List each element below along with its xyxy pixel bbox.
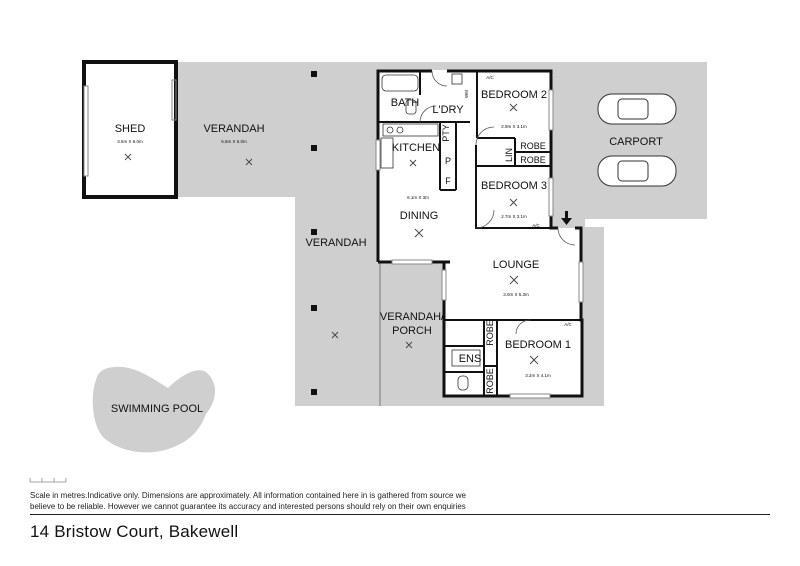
bath-label: BATH	[391, 97, 420, 109]
bedroom3-label: BEDROOM 3	[481, 180, 547, 192]
ac-label-3: A/C	[564, 322, 572, 327]
property-address: 14 Bristow Court, Bakewell	[30, 522, 239, 541]
entry-arrow-icon	[561, 211, 572, 225]
shed	[82, 60, 178, 199]
dining-label: DINING	[400, 210, 439, 222]
scale-bar	[29, 478, 67, 483]
door-swings	[419, 70, 576, 335]
pantry-label: PTY	[441, 124, 451, 142]
lounge-size: 3.0m X 5.3m	[503, 292, 529, 297]
disclaimer: Scale in metres.Indicative only. Dimensi…	[30, 490, 550, 512]
disclaimer-line-1: Scale in metres.Indicative only. Dimensi…	[30, 491, 466, 500]
kitchen-label: KITCHEN	[392, 142, 440, 154]
bedroom2-label: BEDROOM 2	[481, 89, 547, 101]
bedroom3-size: 2.7m X 3.1m	[501, 214, 527, 219]
bedroom1-label: BEDROOM 1	[505, 339, 571, 351]
ac-label-1: A/C	[486, 75, 494, 80]
pool-label: SWIMMING POOL	[111, 403, 203, 415]
fridge-label: F	[445, 176, 451, 186]
robe-label-b: ROBE	[520, 155, 546, 165]
robe-label-d: ROBE	[485, 368, 495, 394]
fixtures	[380, 73, 481, 391]
robe-label-a: ROBE	[520, 141, 546, 151]
verandah-top-size: 5.5m X 6.0m	[221, 139, 247, 144]
disclaimer-line-2: believe to be reliable. However we canno…	[30, 502, 466, 511]
wm-label: WM	[464, 90, 469, 98]
light-fittings	[124, 103, 539, 365]
verandah-posts	[311, 71, 317, 395]
laundry-label: L'DRY	[432, 104, 464, 116]
divider	[30, 514, 770, 515]
bedroom1-size: 3.2m X 4.1m	[525, 373, 551, 378]
shed-label: SHED	[115, 123, 146, 135]
kitchen-size: 6.1m X 3m	[407, 195, 429, 200]
swimming-pool	[92, 366, 216, 453]
verandah-porch-label-2: PORCH	[392, 325, 432, 337]
verandah-top-label: VERANDAH	[203, 123, 264, 135]
linen-label: LIN	[504, 148, 514, 162]
car-icon	[597, 93, 677, 187]
carport-label: CARPORT	[609, 136, 663, 148]
robe-label-c: ROBE	[485, 320, 495, 346]
ac-label-2: A/C	[532, 223, 540, 228]
verandah-porch-label-1: VERANDAH/	[380, 311, 445, 323]
interior-walls	[378, 71, 582, 396]
bedroom2-size: 2.9m X 3.1m	[501, 124, 527, 129]
lounge-label: LOUNGE	[493, 259, 539, 271]
pantry-p-label: P	[445, 156, 451, 166]
verandah-side-label: VERANDAH	[305, 237, 366, 249]
ensuite-label: ENS	[459, 353, 482, 365]
windows	[83, 79, 584, 399]
shed-size: 3.5m X 6.0m	[117, 139, 143, 144]
